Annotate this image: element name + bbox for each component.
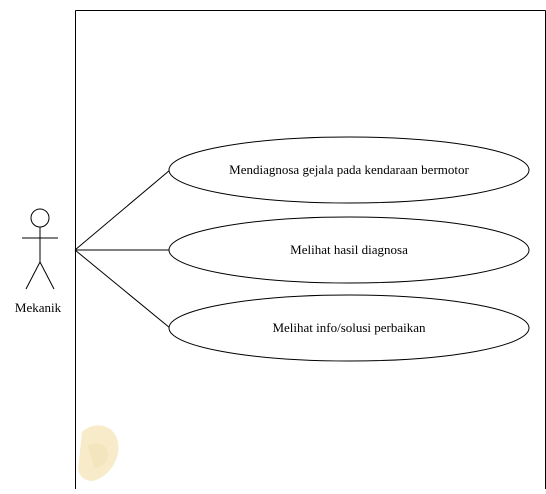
actor-head	[30, 208, 50, 228]
use-case-3[interactable]: Melihat info/solusi perbaikan	[168, 294, 530, 362]
use-case-2-label: Melihat hasil diagnosa	[290, 242, 408, 257]
use-case-1[interactable]: Mendiagnosa gejala pada kendaraan bermot…	[168, 136, 530, 204]
use-case-1-label: Mendiagnosa gejala pada kendaraan bermot…	[229, 162, 469, 177]
use-case-1-ellipse	[168, 136, 530, 204]
watermark-logo	[78, 425, 119, 481]
actor-right-leg	[39, 261, 55, 290]
actor-label: Mekanik	[15, 300, 62, 315]
actor-mekanik[interactable]: Mekanik	[15, 208, 62, 315]
use-case-2-ellipse	[168, 216, 530, 284]
association-line-3	[74, 249, 171, 329]
use-case-3-ellipse	[168, 294, 530, 362]
use-case-2[interactable]: Melihat hasil diagnosa	[168, 216, 530, 284]
actor-left-leg	[25, 261, 41, 290]
use-case-3-label: Melihat info/solusi perbaikan	[272, 320, 426, 335]
association-line-1	[74, 169, 171, 251]
